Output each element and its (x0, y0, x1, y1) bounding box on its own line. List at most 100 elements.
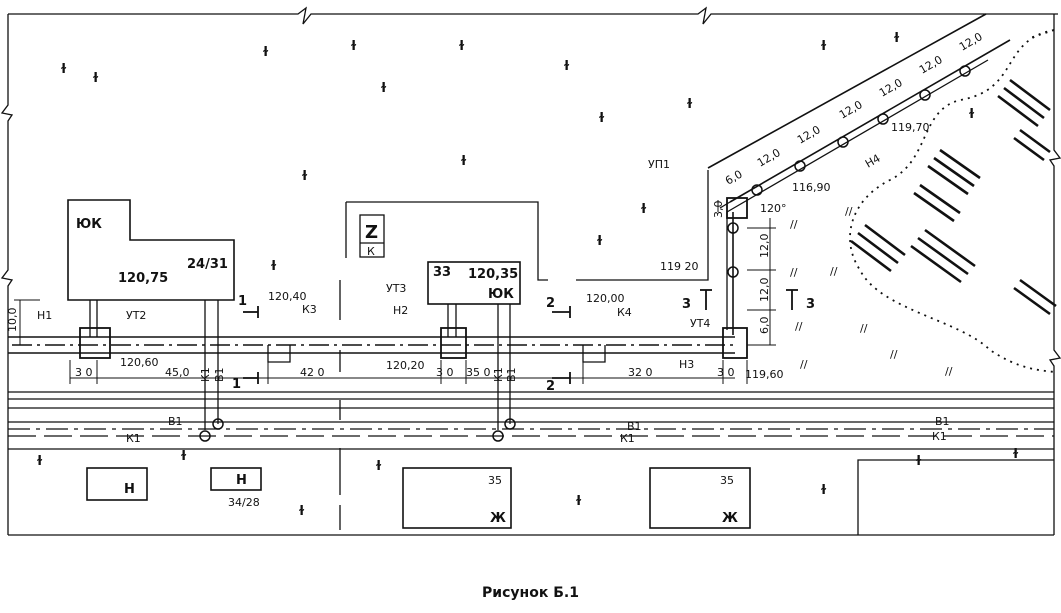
label-k4: К4 (617, 306, 632, 319)
svg-text://: // (860, 322, 868, 335)
dim-32-0: 32 0 (628, 366, 653, 379)
svg-text:ɫ: ɫ (298, 504, 305, 519)
svg-text:12,0: 12,0 (755, 146, 783, 170)
elev-12060: 120,60 (120, 356, 159, 369)
label-bldg-n1: Н (124, 482, 135, 497)
svg-text:ɫ: ɫ (460, 154, 467, 169)
svg-text:ɫ: ɫ (350, 39, 357, 54)
svg-text:ɫ: ɫ (60, 62, 67, 77)
label-bldg-zh2-num: 35 (720, 474, 734, 487)
label-ut4: УТ4 (690, 317, 710, 330)
label-n1: Н1 (37, 309, 52, 322)
fence-bottom-right (857, 459, 1054, 535)
z-sign-box (359, 214, 385, 258)
svg-text:ɫ: ɫ (596, 234, 603, 249)
riser-wells (199, 65, 971, 442)
building-n-small (210, 467, 262, 491)
svg-text:ɫ: ɫ (262, 45, 269, 60)
riser-v1-a: В1 (213, 367, 226, 382)
hatch-patches (850, 78, 1057, 316)
building-zh-2 (649, 467, 751, 529)
riser-k1-a: К1 (199, 367, 212, 382)
compensator-k3 (267, 345, 291, 363)
svg-text:12,0: 12,0 (877, 76, 905, 100)
svg-text:ɫ: ɫ (640, 202, 647, 217)
line-v1-c: В1 (935, 415, 950, 428)
dim-6-0-a: 6,0 (723, 168, 745, 188)
svg-text:ɫ: ɫ (820, 39, 827, 54)
svg-text:12,0: 12,0 (795, 123, 823, 147)
svg-text://: // (890, 348, 898, 361)
label-up1: УП1 (648, 158, 670, 171)
line-k1-b: К1 (620, 432, 635, 445)
label-yuk-left-elev: 120,75 (118, 271, 168, 286)
building-n-left (86, 467, 148, 501)
label-k3: К3 (302, 303, 317, 316)
svg-text://: // (830, 265, 838, 278)
svg-text://: // (945, 365, 953, 378)
label-ut2: УТ2 (126, 309, 146, 322)
label-bldg-zh1-num: 35 (488, 474, 502, 487)
elev-11960: 119,60 (745, 368, 784, 381)
svg-text:ɫ: ɫ (1012, 447, 1019, 462)
fence-center (346, 201, 548, 281)
label-bldg-n2-num: 34/28 (228, 496, 260, 509)
label-center-code: ЮК (488, 287, 514, 302)
dim-12-0-a: 12,0 (758, 234, 771, 259)
riser-v1-b: В1 (505, 367, 518, 382)
label-center-num: 33 (433, 265, 451, 280)
svg-text:12,0: 12,0 (957, 30, 985, 54)
svg-text:ɫ: ɫ (380, 81, 387, 96)
frame-left (0, 14, 14, 535)
svg-text:ɫ: ɫ (893, 31, 900, 46)
svg-text:ɫ: ɫ (915, 454, 922, 469)
label-bldg-n2: Н (236, 473, 247, 488)
elev-11690: 116,90 (792, 181, 831, 194)
elev-12000: 120,00 (586, 292, 625, 305)
dim-angle: 120° (760, 202, 787, 215)
svg-text:ɫ: ɫ (968, 107, 975, 122)
hatch-ticks: // // // // // // // // // (790, 205, 953, 378)
elev-12040: 120,40 (268, 290, 307, 303)
line-v1-b: В1 (627, 420, 642, 433)
label-center-elev: 120,35 (468, 267, 518, 282)
label-ut3: УТ3 (386, 282, 406, 295)
dim-42-0: 42 0 (300, 366, 325, 379)
elev-11970: 119,70 (891, 121, 930, 134)
dim-3-0-b: 3 0 (436, 366, 454, 379)
elev-11920: 119 20 (660, 260, 699, 273)
section-1-top: 1 (238, 294, 247, 309)
heat-main-pipeline (8, 336, 735, 354)
diagonal-corridor (707, 13, 987, 169)
street-lines (8, 391, 1054, 450)
fence-right (576, 170, 709, 281)
frame-right (1048, 14, 1061, 535)
svg-text:ɫ: ɫ (36, 454, 43, 469)
line-k1-c: К1 (932, 430, 947, 443)
label-k: К (367, 245, 375, 258)
label-bldg-zh2-code: Ж (722, 511, 738, 526)
label-n3: Н3 (679, 358, 694, 371)
dim-3-0-a: 3 0 (75, 366, 93, 379)
chamber-ut2 (79, 327, 111, 359)
svg-text:ɫ: ɫ (575, 494, 582, 509)
svg-text://: // (790, 218, 798, 231)
label-yuk-left-num: 24/31 (187, 257, 228, 272)
svg-text://: // (845, 205, 853, 218)
label-z: Z (365, 222, 378, 243)
frame-top (8, 6, 1058, 25)
elev-12020: 120,20 (386, 359, 425, 372)
dim-35-0: 35 0 (466, 366, 491, 379)
svg-text:ɫ: ɫ (563, 59, 570, 74)
label-n4: Н4 (863, 152, 883, 171)
line-v1-a: В1 (168, 415, 183, 428)
diagonal-dimensions: 12,0 12,0 12,0 12,0 12,0 12,0 (755, 30, 985, 170)
section-1-bottom: 1 (232, 377, 241, 392)
dim-3-0-c: 3 0 (717, 366, 735, 379)
dim-12-0-b: 12,0 (758, 278, 771, 303)
figure-caption: Рисунок Б.1 (482, 585, 579, 601)
svg-text:ɫ: ɫ (270, 259, 277, 274)
building-center-33 (427, 261, 521, 305)
